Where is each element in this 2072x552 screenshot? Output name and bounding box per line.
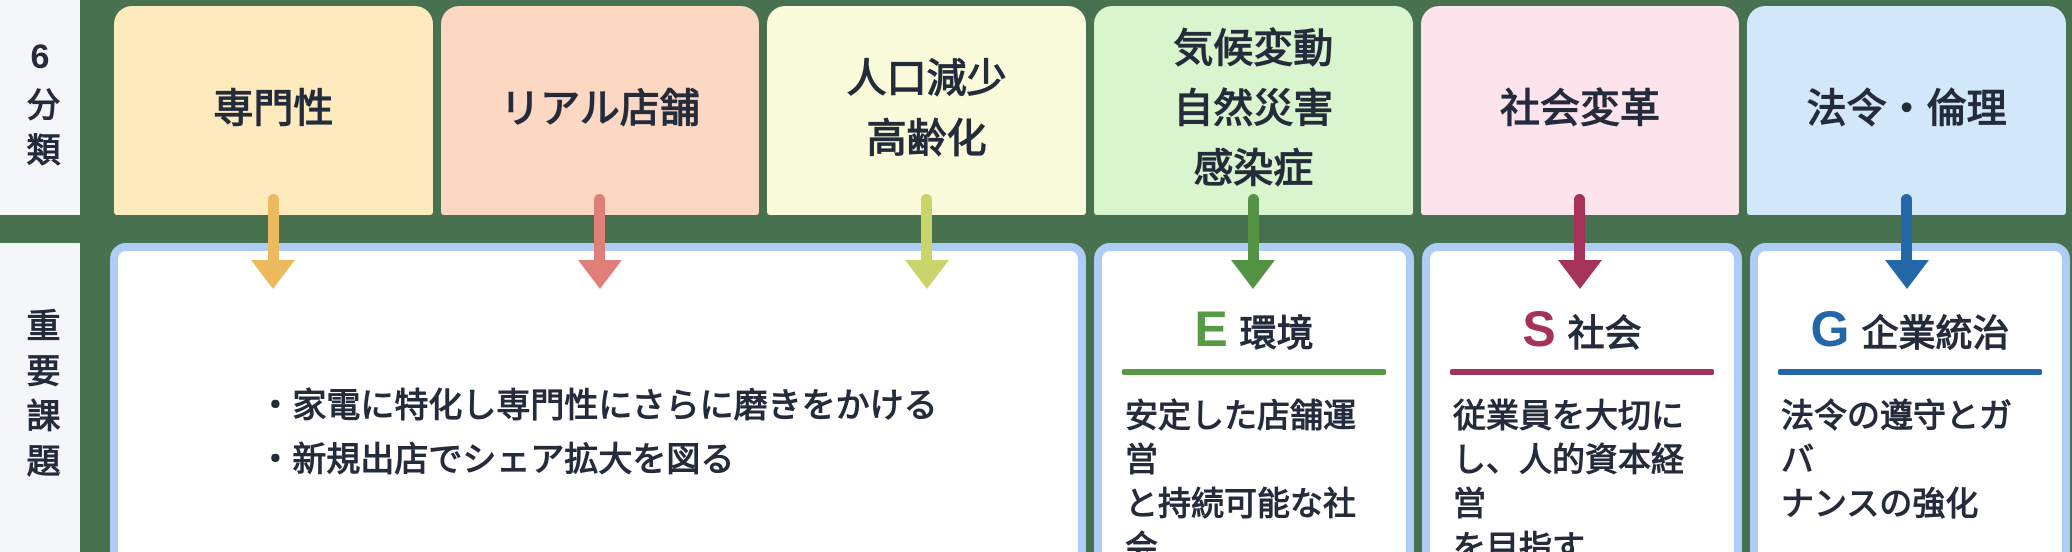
category-label: 気候変動 自然災害 感染症 [1173,26,1334,191]
diagram-board: 専門性 リアル店舗 人口減少 高齢化 [110,0,2070,552]
issue-box-governance: G 企業統治 法令の遵守とガバ ナンスの強化 [1750,243,2070,552]
down-arrow-icon [1231,194,1276,289]
category-box-climate-disaster: 気候変動 自然災害 感染症 [1093,6,1413,289]
esg-heading: S 社会 [1430,303,1734,357]
arrow-stem [921,194,933,261]
category-label: 社会変革 [1499,86,1660,131]
issue-box-environment: E 環境 安定した店舗運営 と持続可能な社会 の実現への貢献 [1094,243,1414,552]
esg-title: 企業統治 [1861,313,2010,354]
category-label: 専門性 [213,86,334,131]
category-row: 専門性 リアル店舗 人口減少 高齢化 [114,6,2066,289]
six-categories-label: 6分類 [21,38,59,177]
arrow-head [1884,260,1929,289]
esg-letter-g: G [1810,301,1850,357]
esg-body-text: 従業員を大切に し、人的資本経営 を目指す [1453,397,1684,552]
category-box-real-stores: リアル店舗 [440,6,760,289]
sidebar-row-header-issues: 重要課題 [0,243,80,552]
category-label: リアル店舗 [500,86,700,131]
issues-row: ・家電に特化し専門性にさらに磨きをかける ・新規出店でシェア拡大を図る E 環境… [110,243,2070,552]
esg-body-text: 安定した店舗運営 と持続可能な社会 の実現への貢献 [1125,397,1356,552]
arrow-head [251,260,296,289]
down-arrow-icon [904,194,949,289]
arrow-stem [594,194,606,261]
sidebar-row-header-categories: 6分類 [0,0,80,215]
category-label: 法令・倫理 [1806,86,2007,131]
issue-box-general: ・家電に特化し専門性にさらに磨きをかける ・新規出店でシェア拡大を図る [110,243,1086,552]
down-arrow-icon [251,194,296,289]
arrow-stem [1574,194,1586,261]
bullet-item: ・家電に特化し専門性にさらに磨きをかける [258,386,938,425]
esg-heading: G 企業統治 [1758,303,2062,357]
key-issues-label: 重要課題 [21,307,59,488]
esg-underline [1122,369,1386,375]
esg-title: 社会 [1567,313,1642,354]
arrow-head [577,260,622,289]
arrow-head [1557,260,1602,289]
esg-letter-s: S [1522,301,1556,357]
category-box-population-decline: 人口減少 高齢化 [767,6,1086,289]
esg-underline [1778,369,2042,375]
esg-letter-e: E [1194,301,1228,357]
bullet-list: ・家電に特化し専門性にさらに磨きをかける ・新規出店でシェア拡大を図る [258,379,937,487]
arrow-stem [1247,194,1259,261]
category-box-social-change: 社会変革 [1420,6,1740,289]
down-arrow-icon [1884,194,1929,289]
category-box-law-ethics: 法令・倫理 [1747,6,2066,289]
esg-heading: E 環境 [1102,303,1406,357]
down-arrow-icon [1557,194,1602,289]
down-arrow-icon [577,194,622,289]
esg-title: 環境 [1239,313,1314,354]
arrow-head [1231,260,1276,289]
arrow-stem [267,194,279,261]
bullet-item: ・新規出店でシェア拡大を図る [258,440,735,479]
esg-underline [1450,369,1714,375]
category-label: 人口減少 高齢化 [846,56,1007,161]
arrow-stem [1901,194,1913,261]
esg-body-text: 法令の遵守とガバ ナンスの強化 [1781,397,2012,522]
category-box-speciality: 専門性 [114,6,433,289]
arrow-head [904,260,949,289]
issue-box-social: S 社会 従業員を大切に し、人的資本経営 を目指す [1422,243,1742,552]
